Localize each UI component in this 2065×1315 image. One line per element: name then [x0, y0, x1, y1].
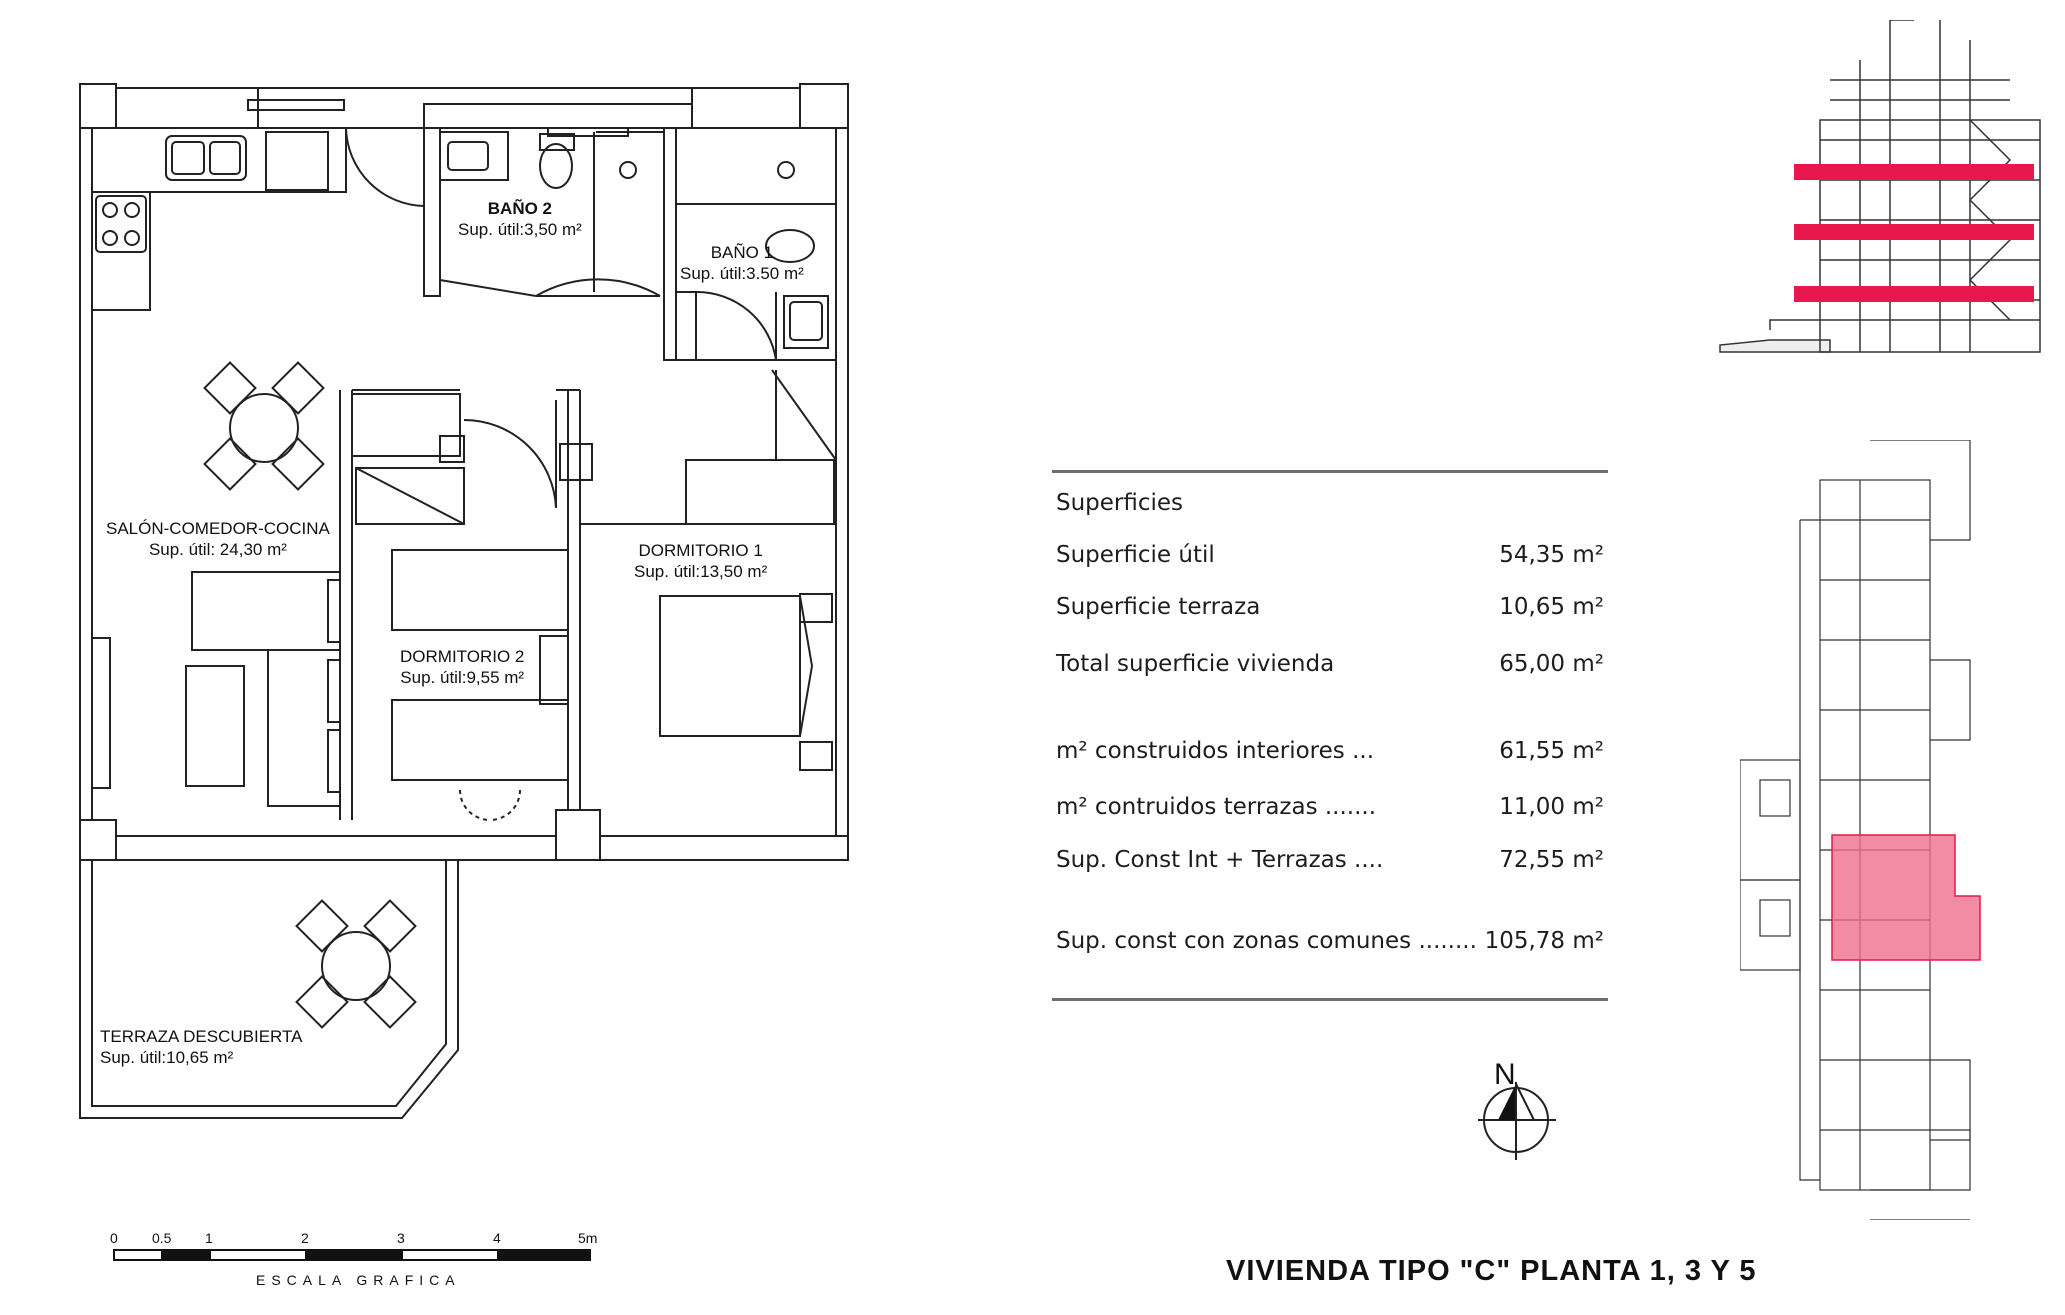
table-row: m² contruidos terrazas ....... 11,00 m² [1056, 794, 1604, 820]
wardrobe [351, 393, 461, 457]
kitchen-counter [92, 128, 347, 193]
scale-tick-label: 0.5 [152, 1230, 172, 1246]
floor-bar [1794, 286, 2034, 302]
row-label: Superficie útil [1056, 542, 1215, 568]
compass-north-label: N [1494, 1058, 1516, 1091]
scale-tick-label: 0 [110, 1230, 118, 1246]
sink-bowl [209, 141, 241, 175]
tv-unit [91, 637, 111, 789]
room-area: Sup. útil: 24,30 m² [148, 540, 287, 559]
sink [165, 135, 247, 181]
bano1-wall [675, 291, 697, 361]
scale-tick-label: 4 [493, 1230, 501, 1246]
row-label: Superficie terraza [1056, 594, 1261, 620]
room-area: Sup. útil:3.50 m² [680, 264, 804, 283]
door-swing [345, 127, 425, 207]
table-rule-bottom [1052, 998, 1608, 1001]
row-label: m² contruidos terrazas ....... [1056, 794, 1377, 820]
room-area: Sup. útil:13,50 m² [634, 562, 768, 581]
terrace-outline [79, 860, 459, 1119]
north-arrow-icon [1478, 1082, 1556, 1160]
scale-tick-label: 5m [578, 1230, 598, 1246]
cooktop [95, 195, 147, 253]
surfaces-heading: Superficies [1056, 490, 1184, 516]
room-label-dormitorio1: DORMITORIO 1 Sup. útil:13,50 m² [634, 540, 767, 582]
table-row: m² construidos interiores ... 61,55 m² [1056, 738, 1604, 764]
row-value: 61,55 m² [1499, 738, 1604, 764]
row-value: 65,00 m² [1499, 651, 1604, 677]
graphic-scale [113, 1249, 591, 1261]
pillar [799, 83, 849, 129]
highlighted-unit [1831, 834, 1981, 961]
door-swing [463, 418, 557, 509]
room-label-salon: SALÓN-COMEDOR-COCINA Sup. útil: 24,30 m² [106, 518, 330, 560]
room-label-dormitorio2: DORMITORIO 2 Sup. útil:9,55 m² [400, 646, 524, 688]
wardrobe [355, 467, 465, 525]
terrace-table [295, 899, 417, 1029]
room-name: SALÓN-COMEDOR-COCINA [106, 519, 330, 538]
table-row: Superficie terraza 10,65 m² [1056, 594, 1604, 620]
bed [391, 549, 569, 631]
row-value: 105,78 m² [1484, 928, 1604, 954]
kitchen-counter-side [92, 192, 151, 311]
row-label: Sup. Const Int + Terrazas .... [1056, 847, 1384, 873]
floor-highlight-bars [1794, 164, 2034, 302]
coffee-table [185, 665, 245, 787]
bano-divider [663, 127, 677, 361]
door-swing [695, 290, 777, 361]
table-rule-top [1052, 470, 1608, 473]
bottom-wall [79, 835, 849, 861]
door-swing [535, 278, 661, 297]
scale-tick-label: 1 [205, 1230, 213, 1246]
scale-tick-label: 2 [301, 1230, 309, 1246]
room-name: BAÑO 1 [710, 243, 774, 262]
bano2-wall [423, 127, 441, 297]
room-label-bano1: BAÑO 1 Sup. útil:3.50 m² [680, 242, 804, 284]
bed [391, 699, 569, 781]
row-label: Sup. const con zonas comunes ........ [1056, 928, 1477, 954]
room-label-bano2: BAÑO 2 Sup. útil:3,50 m² [458, 198, 582, 240]
room-area: Sup. útil:9,55 m² [400, 668, 525, 687]
window-top-left [247, 99, 345, 111]
row-value: 54,35 m² [1499, 542, 1604, 568]
site-plan-drawing [1740, 440, 1981, 1220]
floor-plan-drawing [79, 83, 849, 1261]
sink-bowl [171, 141, 205, 175]
scale-caption: ESCALA GRAFICA [256, 1272, 461, 1288]
top-wall-mid [423, 103, 693, 129]
scale-tick-label: 3 [397, 1230, 405, 1246]
room-area: Sup. útil:10,65 m² [100, 1048, 234, 1067]
room-label-terraza: TERRAZA DESCUBIERTA Sup. útil:10,65 m² [100, 1026, 302, 1068]
room-name: DORMITORIO 1 [638, 541, 763, 560]
floor-bar [1794, 164, 2034, 180]
bed [659, 595, 801, 737]
plan-title: VIVIENDA TIPO "C" PLANTA 1, 3 Y 5 [1226, 1255, 1757, 1287]
dining-table [203, 361, 325, 491]
room-name: DORMITORIO 2 [400, 647, 525, 666]
row-label: m² construidos interiores ... [1056, 738, 1375, 764]
row-value: 72,55 m² [1499, 847, 1604, 873]
table-row: Superficie útil 54,35 m² [1056, 542, 1604, 568]
row-value: 11,00 m² [1499, 794, 1604, 820]
sofa [191, 571, 341, 651]
row-value: 10,65 m² [1499, 594, 1604, 620]
table-row: Sup. const con zonas comunes ........ 10… [1056, 928, 1604, 954]
table-row: Sup. Const Int + Terrazas .... 72,55 m² [1056, 847, 1604, 873]
room-area: Sup. útil:3,50 m² [458, 220, 582, 239]
room-name: TERRAZA DESCUBIERTA [100, 1027, 303, 1046]
floor-bar [1794, 224, 2034, 240]
table-row: Total superficie vivienda 65,00 m² [1056, 651, 1604, 677]
fridge [265, 131, 329, 191]
pillar [79, 83, 117, 129]
row-label: Total superficie vivienda [1056, 651, 1335, 677]
table-heading: Superficies [1056, 490, 1604, 516]
wardrobe [685, 459, 835, 525]
room-name: BAÑO 2 [487, 199, 552, 218]
sofa [267, 649, 341, 807]
